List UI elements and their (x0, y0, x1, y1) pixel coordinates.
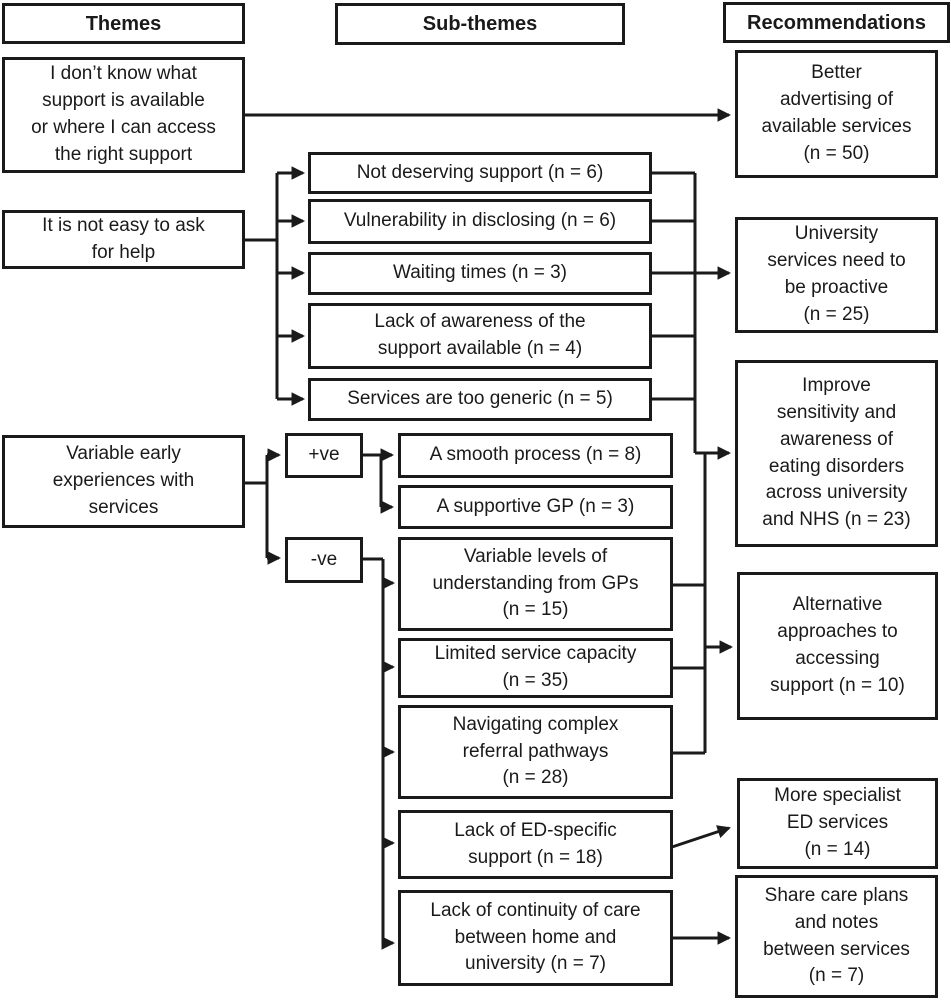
valence-positive-box: +ve (285, 433, 363, 478)
rec-improve-sensitivity-awareness: Improve sensitivity and awareness of eat… (735, 360, 938, 547)
rec-more-specialist-ed-services: More specialist ED services (n = 14) (737, 778, 938, 869)
subtheme-lack-of-awareness: Lack of awareness of the support availab… (308, 303, 652, 369)
rec-better-advertising: Better advertising of available services… (735, 50, 938, 178)
connector-subthemes-to-university-and-improve (652, 171, 732, 460)
subtheme-waiting-times: Waiting times (n = 3) (308, 252, 652, 295)
subthemes-column-header: Sub-themes (335, 3, 625, 45)
valence-negative-box: -ve (285, 537, 363, 583)
subtheme-complex-referral-pathways: Navigating complex referral pathways (n … (398, 705, 673, 799)
theme-i-dont-know-what-support: I don’t know what support is available o… (2, 57, 245, 173)
subtheme-vulnerability-in-disclosing: Vulnerability in disclosing (n = 6) (308, 199, 652, 244)
rec-university-services-proactive: University services need to be proactive… (735, 217, 938, 333)
themes-column-header: Themes (2, 3, 245, 44)
subtheme-limited-service-capacity: Limited service capacity (n = 35) (398, 638, 673, 698)
connector-theme3-fork (245, 448, 282, 565)
theme-variable-early-experiences: Variable early experiences with services (2, 435, 245, 528)
subtheme-lack-ed-specific-support: Lack of ED-specific support (n = 18) (398, 810, 673, 879)
subtheme-lack-continuity-of-care: Lack of continuity of care between home … (398, 890, 673, 986)
connector-positive-fork (363, 448, 395, 514)
subtheme-supportive-gp: A supportive GP (n = 3) (398, 485, 673, 529)
subtheme-services-too-generic: Services are too generic (n = 5) (308, 378, 652, 421)
rec-alternative-approaches: Alternative approaches to accessing supp… (737, 572, 938, 720)
connector-ed-specific-to-specialist (671, 825, 731, 849)
subtheme-variable-gp-understanding: Variable levels of understanding from GP… (398, 537, 673, 631)
rec-share-care-plans: Share care plans and notes between servi… (735, 875, 938, 998)
connector-negative-subthemes-to-alternative (672, 453, 734, 755)
subtheme-smooth-process: A smooth process (n = 8) (398, 433, 673, 478)
connector-theme2-to-subthemes (245, 166, 306, 406)
recommendations-column-header: Recommendations (723, 2, 950, 43)
theme-not-easy-to-ask-for-help: It is not easy to ask for help (2, 210, 245, 269)
connector-negative-bus (363, 557, 396, 950)
subtheme-not-deserving-support: Not deserving support (n = 6) (308, 152, 652, 194)
